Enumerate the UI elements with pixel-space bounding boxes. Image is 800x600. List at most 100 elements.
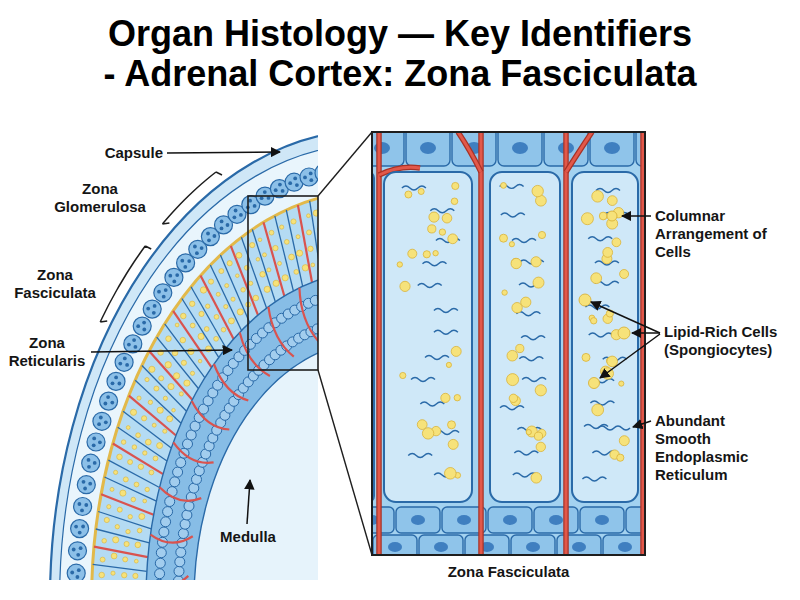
lipid-droplet: [249, 281, 253, 285]
nucleus: [162, 295, 166, 299]
lipid-droplet: [137, 528, 142, 533]
reticularis-cell: [161, 517, 171, 527]
smooth-er: [512, 239, 536, 243]
lipid-droplet: [114, 470, 118, 474]
glomerulosa-cluster: [133, 317, 151, 335]
lipid-droplet: [291, 219, 296, 224]
cuboidal-cell: [406, 132, 450, 166]
nucleus: [123, 357, 127, 361]
glomerulosa-cluster: [82, 454, 100, 472]
lipid-droplet: [219, 269, 224, 274]
nucleus: [411, 515, 425, 525]
lipid-droplet: [216, 292, 220, 296]
zoom-source-box: [248, 196, 318, 370]
lipid-droplet: [400, 281, 410, 291]
nucleus: [295, 183, 299, 187]
blood-vessel: [173, 442, 213, 462]
nucleus: [207, 238, 211, 242]
nucleus: [78, 531, 82, 535]
lipid-droplet: [308, 246, 313, 251]
lipid-droplet: [159, 376, 164, 381]
glomerulosa-cluster: [69, 542, 87, 560]
lipid-droplet: [131, 497, 136, 502]
nucleus: [503, 515, 517, 525]
feature-label: Lipid-Rich Cells (Spongiocytes): [664, 323, 792, 359]
lipid-droplet: [163, 429, 167, 433]
lipid-droplet: [153, 456, 158, 461]
lipid-droplet: [531, 473, 542, 484]
reticularis-cell: [182, 510, 192, 520]
blood-vessel: [458, 132, 481, 172]
blood-vessel: [376, 132, 382, 555]
glomerulosa-cluster: [315, 164, 318, 182]
lipid-droplet: [507, 374, 519, 386]
lipid-droplet: [102, 539, 107, 544]
smooth-er: [521, 336, 545, 340]
lipid-droplet: [143, 451, 147, 455]
lipid-droplet: [278, 261, 282, 265]
lipid-droplet: [526, 430, 531, 435]
lipid-droplet: [157, 407, 163, 413]
column-border: [252, 229, 275, 301]
lipid-droplet: [145, 439, 151, 445]
lipid-droplet: [501, 183, 507, 189]
nucleus: [110, 401, 114, 405]
smooth-er: [411, 378, 435, 382]
glomerulosa-cluster: [93, 412, 111, 430]
projection-line: [318, 370, 372, 555]
lipid-droplet: [142, 416, 147, 421]
nucleus: [434, 542, 448, 552]
lipid-droplet: [184, 380, 190, 386]
lipid-droplet: [100, 557, 105, 562]
lipid-droplet: [418, 189, 424, 195]
lipid-droplet: [157, 443, 163, 449]
lipid-droplet: [117, 507, 122, 512]
leader-arrow: [622, 215, 651, 217]
lipid-droplet: [297, 250, 303, 256]
sinusoid: [231, 246, 258, 315]
nucleus: [72, 548, 76, 552]
nucleus: [220, 227, 224, 231]
lipid-droplet: [441, 393, 450, 402]
cuboidal-cell: [511, 535, 555, 555]
glomerulosa-cluster: [107, 372, 125, 390]
nucleus: [92, 443, 96, 447]
lipid-droplet: [509, 394, 517, 402]
nucleus: [74, 525, 78, 529]
leader-arrow: [167, 152, 280, 153]
lipid-droplet: [165, 362, 171, 368]
column-border: [220, 255, 249, 322]
lipid-droplet: [400, 372, 406, 378]
lipid-droplet: [296, 235, 300, 239]
nucleus: [618, 542, 632, 552]
glomerulosa-cluster: [154, 284, 172, 302]
lipid-droplet: [188, 348, 194, 354]
column-border: [108, 460, 159, 487]
nucleus: [114, 376, 118, 380]
lipid-droplet: [405, 191, 412, 198]
nucleus: [87, 465, 91, 469]
zoom-detail: [372, 132, 645, 555]
lipid-droplet: [535, 385, 546, 396]
nucleus: [187, 259, 191, 263]
lipid-droplet: [617, 454, 624, 461]
nucleus: [146, 307, 150, 311]
lipid-droplet: [123, 477, 128, 482]
cuboidal-cell: [498, 132, 542, 166]
glomerulosa-cluster: [100, 392, 118, 410]
lipid-droplet: [311, 263, 315, 267]
sinusoid: [94, 547, 148, 558]
reticularis-cell: [173, 467, 183, 477]
lipid-droplet: [429, 212, 439, 222]
lipid-droplet: [258, 238, 262, 242]
lipid-droplet: [267, 268, 271, 272]
lipid-droplet: [433, 251, 438, 256]
lipid-droplet: [135, 542, 141, 548]
zoom-frame: [372, 132, 645, 555]
lipid-droplet: [225, 284, 229, 288]
lipid-droplet: [589, 378, 600, 389]
nucleus: [388, 542, 402, 552]
blood-vessel: [566, 132, 592, 172]
reticularis-cell: [155, 569, 165, 579]
nucleus: [104, 402, 108, 406]
